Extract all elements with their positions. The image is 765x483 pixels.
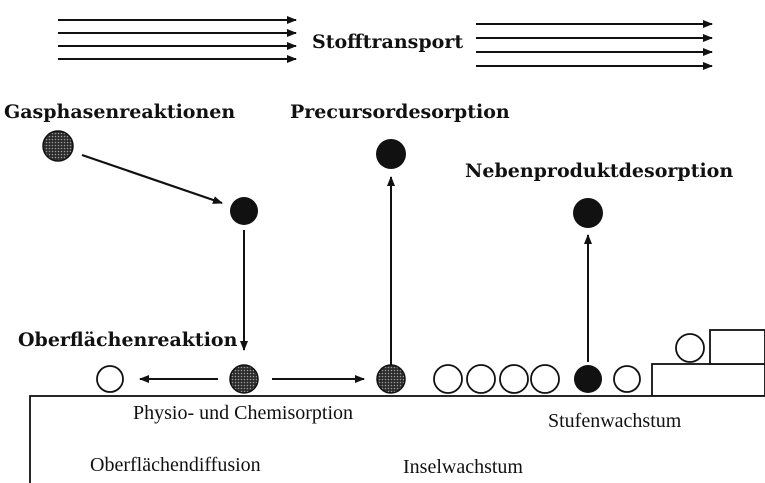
adsorbed-hatched-molecule [230,365,258,393]
diffused-adatom [97,366,123,392]
island-growth-label: Inselwachstum [403,456,523,479]
transport-arrows-left [58,20,296,59]
step-growth-label: Stufenwachstum [548,410,681,433]
island-circles [434,365,559,393]
transport-arrows-right [476,24,712,66]
desorbed-byproduct [573,198,603,228]
step-adatom [614,366,640,392]
sorption-label: Physio- und Chemisorption [133,402,353,425]
precursor-desorption-label: Precursordesorption [290,101,510,123]
gas-phase-arrow [82,155,222,203]
transport-label: Stofftransport [312,31,463,53]
gas-phase-label: Gasphasenreaktionen [4,101,235,123]
surface-hatched-molecule [377,365,405,393]
step-structure [652,330,765,396]
surface-reaction-label: Oberflächenreaktion [18,329,237,351]
desorbed-precursor [376,139,406,169]
gas-phase-molecule [43,131,73,161]
surface-diffusion-label: Oberflächendiffusion [90,454,261,477]
adsorbing-molecule [230,197,258,225]
byproduct-molecule [574,365,602,393]
byproduct-desorption-label: Nebenproduktdesorption [465,160,733,182]
